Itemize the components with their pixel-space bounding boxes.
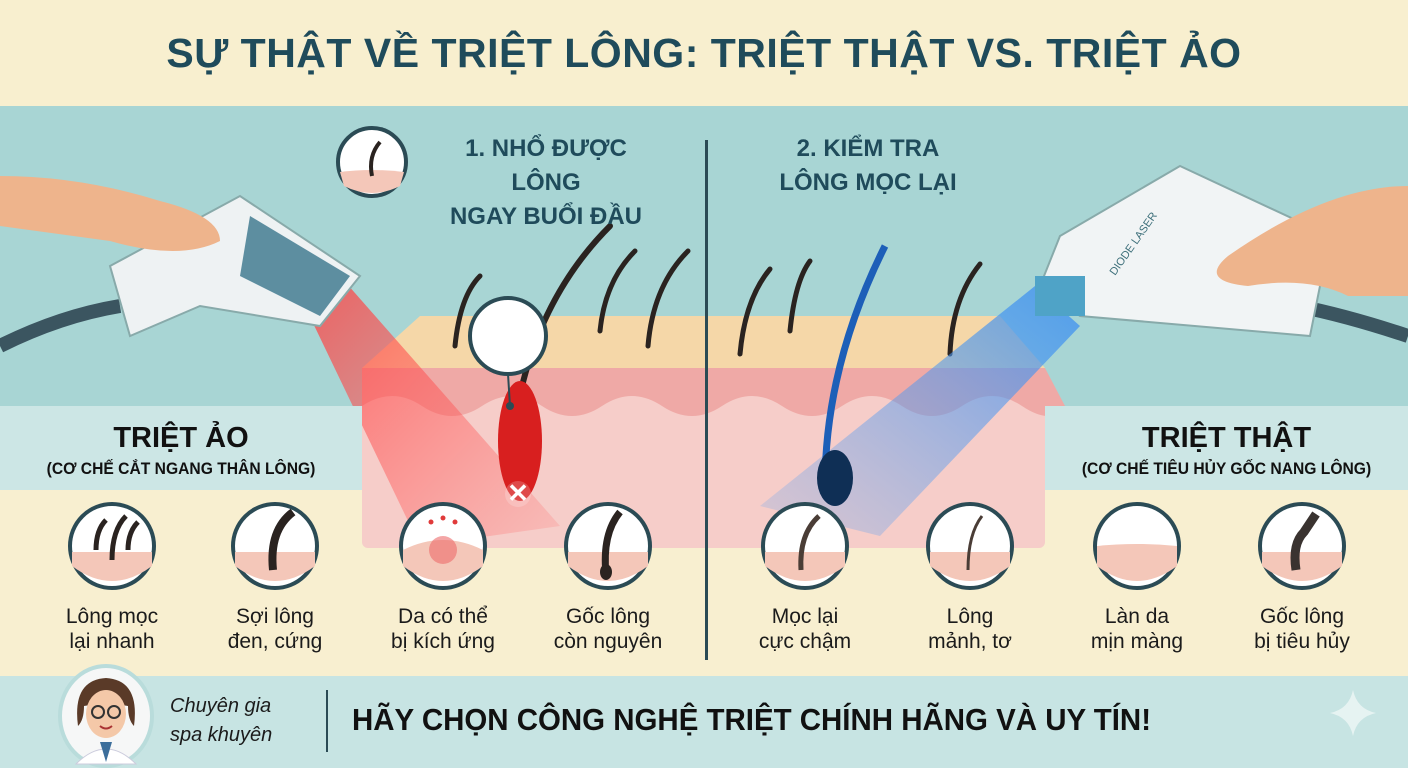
caption-line: Sợi lông: [236, 605, 314, 628]
center-divider: [705, 140, 708, 660]
real-removal-label: TRIỆT THẬT (CƠ CHẾ TIÊU HỦY GỐC NANG LÔN…: [1045, 406, 1408, 490]
red-laser-beam: [300, 276, 560, 546]
thin-hair-icon: [926, 502, 1014, 590]
page-title: SỰ THẬT VỀ TRIỆT LÔNG: TRIỆT THẬT VS. TR…: [0, 0, 1408, 106]
expert-advice-label: Chuyên gia spa khuyên: [170, 692, 272, 750]
step-1-heading: 1. NHỔ ĐƯỢC LÔNG NGAY BUỔI ĐẦU: [428, 132, 664, 234]
caption-line: đen, cứng: [227, 630, 323, 653]
blue-laser-device: DIODE LASER: [1035, 164, 1408, 343]
expert-avatar: [58, 664, 154, 768]
footer-band: [0, 676, 1408, 768]
irritated-skin-icon: [399, 502, 487, 590]
slow-regrowth-icon: [761, 502, 849, 590]
footer-divider: [326, 690, 328, 752]
caption-line: Gốc lông: [1259, 605, 1345, 628]
call-to-action: HÃY CHỌN CÔNG NGHỆ TRIỆT CHÍNH HÃNG VÀ U…: [352, 702, 1152, 737]
advice-line1: Chuyên gia: [170, 695, 272, 717]
fake-removal-heading: TRIỆT ẢO: [113, 422, 249, 454]
caption-line: Gốc lông: [565, 605, 651, 628]
left-hand: [0, 176, 220, 251]
caption-line: Da có thể: [398, 605, 488, 628]
caption-line: Làn da: [1104, 605, 1170, 628]
skin-cross-section-illustration: ✕ DIODE LASER: [0, 164, 1408, 548]
caption-line: còn nguyên: [553, 630, 663, 653]
real-removal-subheading: (CƠ CHẾ TIÊU HỦY GỐC NANG LÔNG): [1081, 459, 1372, 478]
red-laser-device: [0, 194, 362, 353]
cut-follicle: [498, 381, 542, 501]
destroyed-root-icon: [1258, 502, 1346, 590]
caption-line: bị kích ứng: [391, 630, 495, 653]
pluck-step-icon: [336, 126, 408, 198]
intact-root-icon: [564, 502, 652, 590]
real-removal-heading: TRIỆT THẬT: [1141, 422, 1312, 454]
step-1-line2: NGAY BUỔI ĐẦU: [449, 203, 643, 230]
smooth-skin-icon: [1093, 502, 1181, 590]
fake-removal-subheading: (CƠ CHẾ CẮT NGANG THÂN LÔNG): [46, 459, 316, 478]
step-2-line1: 2. KIỂM TRA: [796, 135, 940, 162]
sparkle-icon: [1330, 690, 1376, 736]
right-hand: [1216, 186, 1408, 296]
pluck-hair-icon: [468, 296, 548, 376]
caption-line: Lông mọc: [65, 605, 159, 628]
caption-line: lại nhanh: [69, 630, 155, 653]
caption-line: mịn màng: [1090, 630, 1184, 653]
regrowing-hair-icon: [68, 502, 156, 590]
caption-line: cực chậm: [758, 630, 852, 653]
step-2-heading: 2. KIỂM TRA LÔNG MỌC LẠI: [748, 132, 988, 200]
caption-line: Mọc lại: [771, 605, 839, 628]
step-1-line1: 1. NHỔ ĐƯỢC LÔNG: [465, 135, 627, 196]
step-2-line2: LÔNG MỌC LẠI: [779, 169, 957, 196]
x-mark-icon: ✕: [507, 478, 529, 508]
destroyed-follicle: [817, 450, 853, 506]
caption-line: mảnh, tơ: [928, 630, 1012, 653]
fake-removal-label: TRIỆT ẢO (CƠ CHẾ CẮT NGANG THÂN LÔNG): [0, 406, 362, 490]
caption-line: bị tiêu hủy: [1254, 630, 1350, 653]
advice-line2: spa khuyên: [170, 724, 273, 746]
thick-hair-icon: [231, 502, 319, 590]
caption-line: Lông: [946, 605, 994, 628]
